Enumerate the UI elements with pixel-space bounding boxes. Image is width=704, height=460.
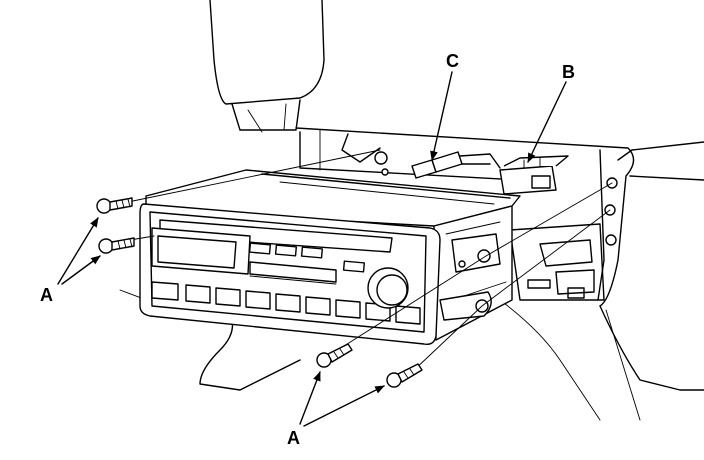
callout-b: B bbox=[562, 62, 575, 82]
screw-a-upper-left bbox=[96, 197, 133, 214]
screw-a-lower-right bbox=[386, 363, 423, 388]
callout-a-left: A bbox=[40, 285, 53, 305]
rear-mount-frame bbox=[509, 177, 618, 301]
side-brackets bbox=[439, 233, 501, 321]
antenna-lead-c bbox=[411, 151, 501, 179]
seat-back-outline bbox=[209, 0, 325, 133]
connector-b bbox=[499, 155, 569, 195]
callout-a-bottom: A bbox=[287, 428, 300, 448]
leader-arrows bbox=[57, 71, 567, 427]
screw-alignment-lines bbox=[127, 149, 613, 373]
screw-a-lower-middle bbox=[316, 343, 353, 368]
callout-c: C bbox=[446, 51, 459, 71]
screw-a-lower-left bbox=[98, 237, 135, 254]
radio-faceplate bbox=[139, 203, 441, 346]
